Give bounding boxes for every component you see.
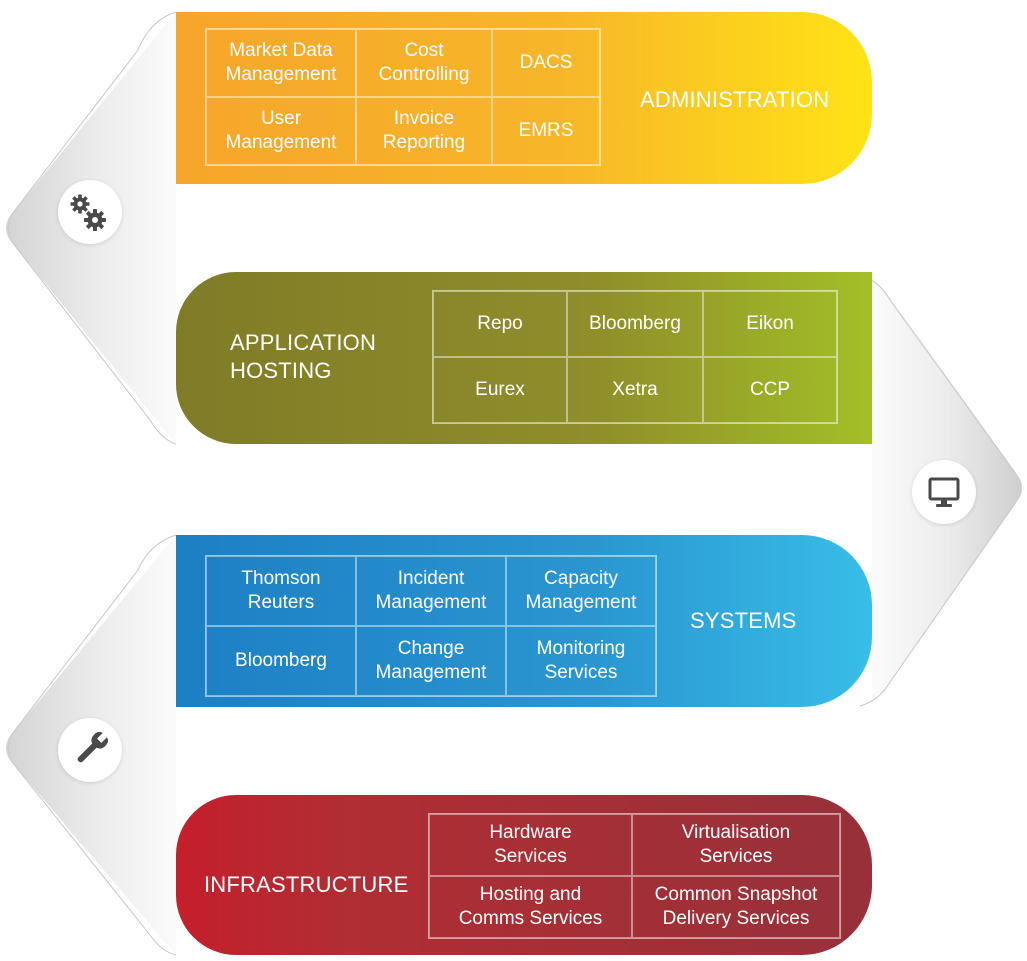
systems-cell: Bloomberg xyxy=(206,626,356,696)
infra-cell: Hardware Services xyxy=(429,814,632,876)
application-hosting-band: APPLICATION HOSTING Repo Bloomberg Eikon… xyxy=(176,272,872,444)
wrench-badge xyxy=(58,718,122,782)
app-cell: CCP xyxy=(703,357,837,423)
administration-band: Market Data Management Cost Controlling … xyxy=(176,12,872,184)
systems-band: Thomson Reuters Incident Management Capa… xyxy=(176,535,872,707)
systems-cell: Change Management xyxy=(356,626,506,696)
administration-title: ADMINISTRATION xyxy=(640,87,830,112)
infrastructure-grid: Hardware Services Virtualisation Service… xyxy=(428,813,841,939)
app-cell: Xetra xyxy=(567,357,703,423)
systems-cell: Capacity Management xyxy=(506,556,656,626)
monitor-badge xyxy=(912,460,976,524)
systems-title: SYSTEMS xyxy=(690,608,797,633)
app-cell: Eikon xyxy=(703,291,837,357)
app-cell: Eurex xyxy=(433,357,567,423)
infra-cell: Virtualisation Services xyxy=(632,814,840,876)
admin-cell: EMRS xyxy=(492,97,600,165)
infrastructure-band: INFRASTRUCTURE Hardware Services Virtual… xyxy=(176,795,872,955)
admin-cell: User Management xyxy=(206,97,356,165)
administration-grid: Market Data Management Cost Controlling … xyxy=(205,28,601,166)
systems-cell: Incident Management xyxy=(356,556,506,626)
infra-cell: Common Snapshot Delivery Services xyxy=(632,876,840,938)
application-hosting-grid: Repo Bloomberg Eikon Eurex Xetra CCP xyxy=(432,290,838,424)
admin-cell: Cost Controlling xyxy=(356,29,492,97)
systems-grid: Thomson Reuters Incident Management Capa… xyxy=(205,555,657,697)
app-cell: Bloomberg xyxy=(567,291,703,357)
infra-cell: Hosting and Comms Services xyxy=(429,876,632,938)
admin-cell: DACS xyxy=(492,29,600,97)
monitor-icon xyxy=(928,477,960,507)
app-cell: Repo xyxy=(433,291,567,357)
wrench-icon xyxy=(77,731,109,763)
infrastructure-title: INFRASTRUCTURE xyxy=(204,872,409,897)
systems-cell: Thomson Reuters xyxy=(206,556,356,626)
gears-badge xyxy=(58,180,122,244)
systems-cell: Monitoring Services xyxy=(506,626,656,696)
admin-cell: Invoice Reporting xyxy=(356,97,492,165)
gears-icon xyxy=(70,194,106,231)
admin-cell: Market Data Management xyxy=(206,29,356,97)
application-hosting-title: APPLICATION HOSTING xyxy=(230,330,377,383)
